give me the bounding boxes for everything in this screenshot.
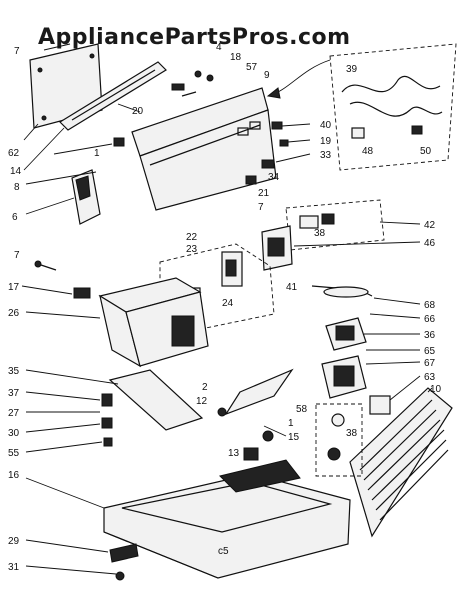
label-c5: c5 bbox=[218, 546, 229, 557]
label-48: 48 bbox=[362, 146, 374, 157]
label-18: 18 bbox=[230, 52, 242, 63]
label-46: 46 bbox=[424, 238, 436, 249]
knob-clip bbox=[73, 287, 91, 299]
label-38-upper: 38 bbox=[314, 228, 326, 239]
label-39: 39 bbox=[346, 64, 358, 75]
label-8: 8 bbox=[14, 182, 20, 193]
label-1-lower: 1 bbox=[288, 418, 294, 429]
part-labels: 7 62 14 1 8 6 4 18 57 9 20 40 19 33 34 2… bbox=[8, 42, 442, 573]
label-9: 9 bbox=[264, 70, 270, 81]
label-23: 23 bbox=[186, 244, 198, 255]
base-tray bbox=[103, 459, 351, 579]
label-55: 55 bbox=[8, 448, 20, 459]
label-4: 4 bbox=[216, 42, 222, 53]
label-58: 58 bbox=[296, 404, 308, 415]
hardware-cluster bbox=[171, 70, 214, 97]
label-7: 7 bbox=[14, 46, 20, 57]
label-7-mid: 7 bbox=[14, 250, 20, 261]
label-40: 40 bbox=[320, 120, 332, 131]
label-50: 50 bbox=[420, 146, 432, 157]
wire-harness-inset bbox=[266, 43, 457, 171]
label-65: 65 bbox=[424, 346, 436, 357]
label-30: 30 bbox=[8, 428, 20, 439]
base-bracket bbox=[101, 369, 204, 447]
console-housing bbox=[131, 87, 277, 211]
lint-cover bbox=[217, 368, 294, 417]
label-6: 6 bbox=[12, 212, 18, 223]
label-20: 20 bbox=[132, 106, 144, 117]
fan-assembly bbox=[311, 285, 391, 415]
label-10: 10 bbox=[430, 384, 442, 395]
label-66: 66 bbox=[424, 314, 436, 325]
label-13: 13 bbox=[228, 448, 240, 459]
label-31: 31 bbox=[8, 562, 20, 573]
label-36: 36 bbox=[424, 330, 436, 341]
label-15: 15 bbox=[288, 432, 300, 443]
part-13-clip bbox=[243, 447, 259, 461]
label-7-lower: 7 bbox=[258, 202, 264, 213]
label-14: 14 bbox=[10, 166, 22, 177]
label-29: 29 bbox=[8, 536, 20, 547]
label-1: 1 bbox=[94, 148, 100, 159]
label-12: 12 bbox=[196, 396, 208, 407]
label-19: 19 bbox=[320, 136, 332, 147]
label-34: 34 bbox=[268, 172, 280, 183]
label-17: 17 bbox=[8, 282, 20, 293]
label-67: 67 bbox=[424, 358, 436, 369]
label-35: 35 bbox=[8, 366, 20, 377]
label-27: 27 bbox=[8, 408, 20, 419]
label-37: 37 bbox=[8, 388, 20, 399]
label-24: 24 bbox=[222, 298, 234, 309]
label-41: 41 bbox=[286, 282, 298, 293]
control-box bbox=[98, 277, 209, 368]
label-33: 33 bbox=[320, 150, 332, 161]
console-end-cap bbox=[71, 169, 101, 225]
base-hinge bbox=[109, 543, 139, 581]
label-2: 2 bbox=[202, 382, 208, 393]
label-38-lower: 38 bbox=[346, 428, 358, 439]
ribbed-cover bbox=[349, 387, 453, 538]
label-57: 57 bbox=[246, 62, 258, 73]
label-63: 63 bbox=[424, 372, 436, 383]
label-42: 42 bbox=[424, 220, 436, 231]
watermark-text: AppliancePartsPros.com bbox=[38, 25, 351, 50]
label-68: 68 bbox=[424, 300, 436, 311]
label-62: 62 bbox=[8, 148, 20, 159]
label-21: 21 bbox=[258, 188, 270, 199]
label-26: 26 bbox=[8, 308, 20, 319]
screw-part-1 bbox=[113, 137, 125, 147]
thermostat-group bbox=[262, 403, 363, 477]
label-16: 16 bbox=[8, 470, 20, 481]
label-22: 22 bbox=[186, 232, 198, 243]
clip-parts bbox=[245, 121, 289, 185]
leader-lines bbox=[21, 43, 433, 575]
switch-bracket bbox=[261, 225, 293, 271]
control-panel-bracket bbox=[59, 61, 167, 131]
screw-part-7 bbox=[34, 260, 57, 271]
switch-inset bbox=[285, 199, 385, 251]
